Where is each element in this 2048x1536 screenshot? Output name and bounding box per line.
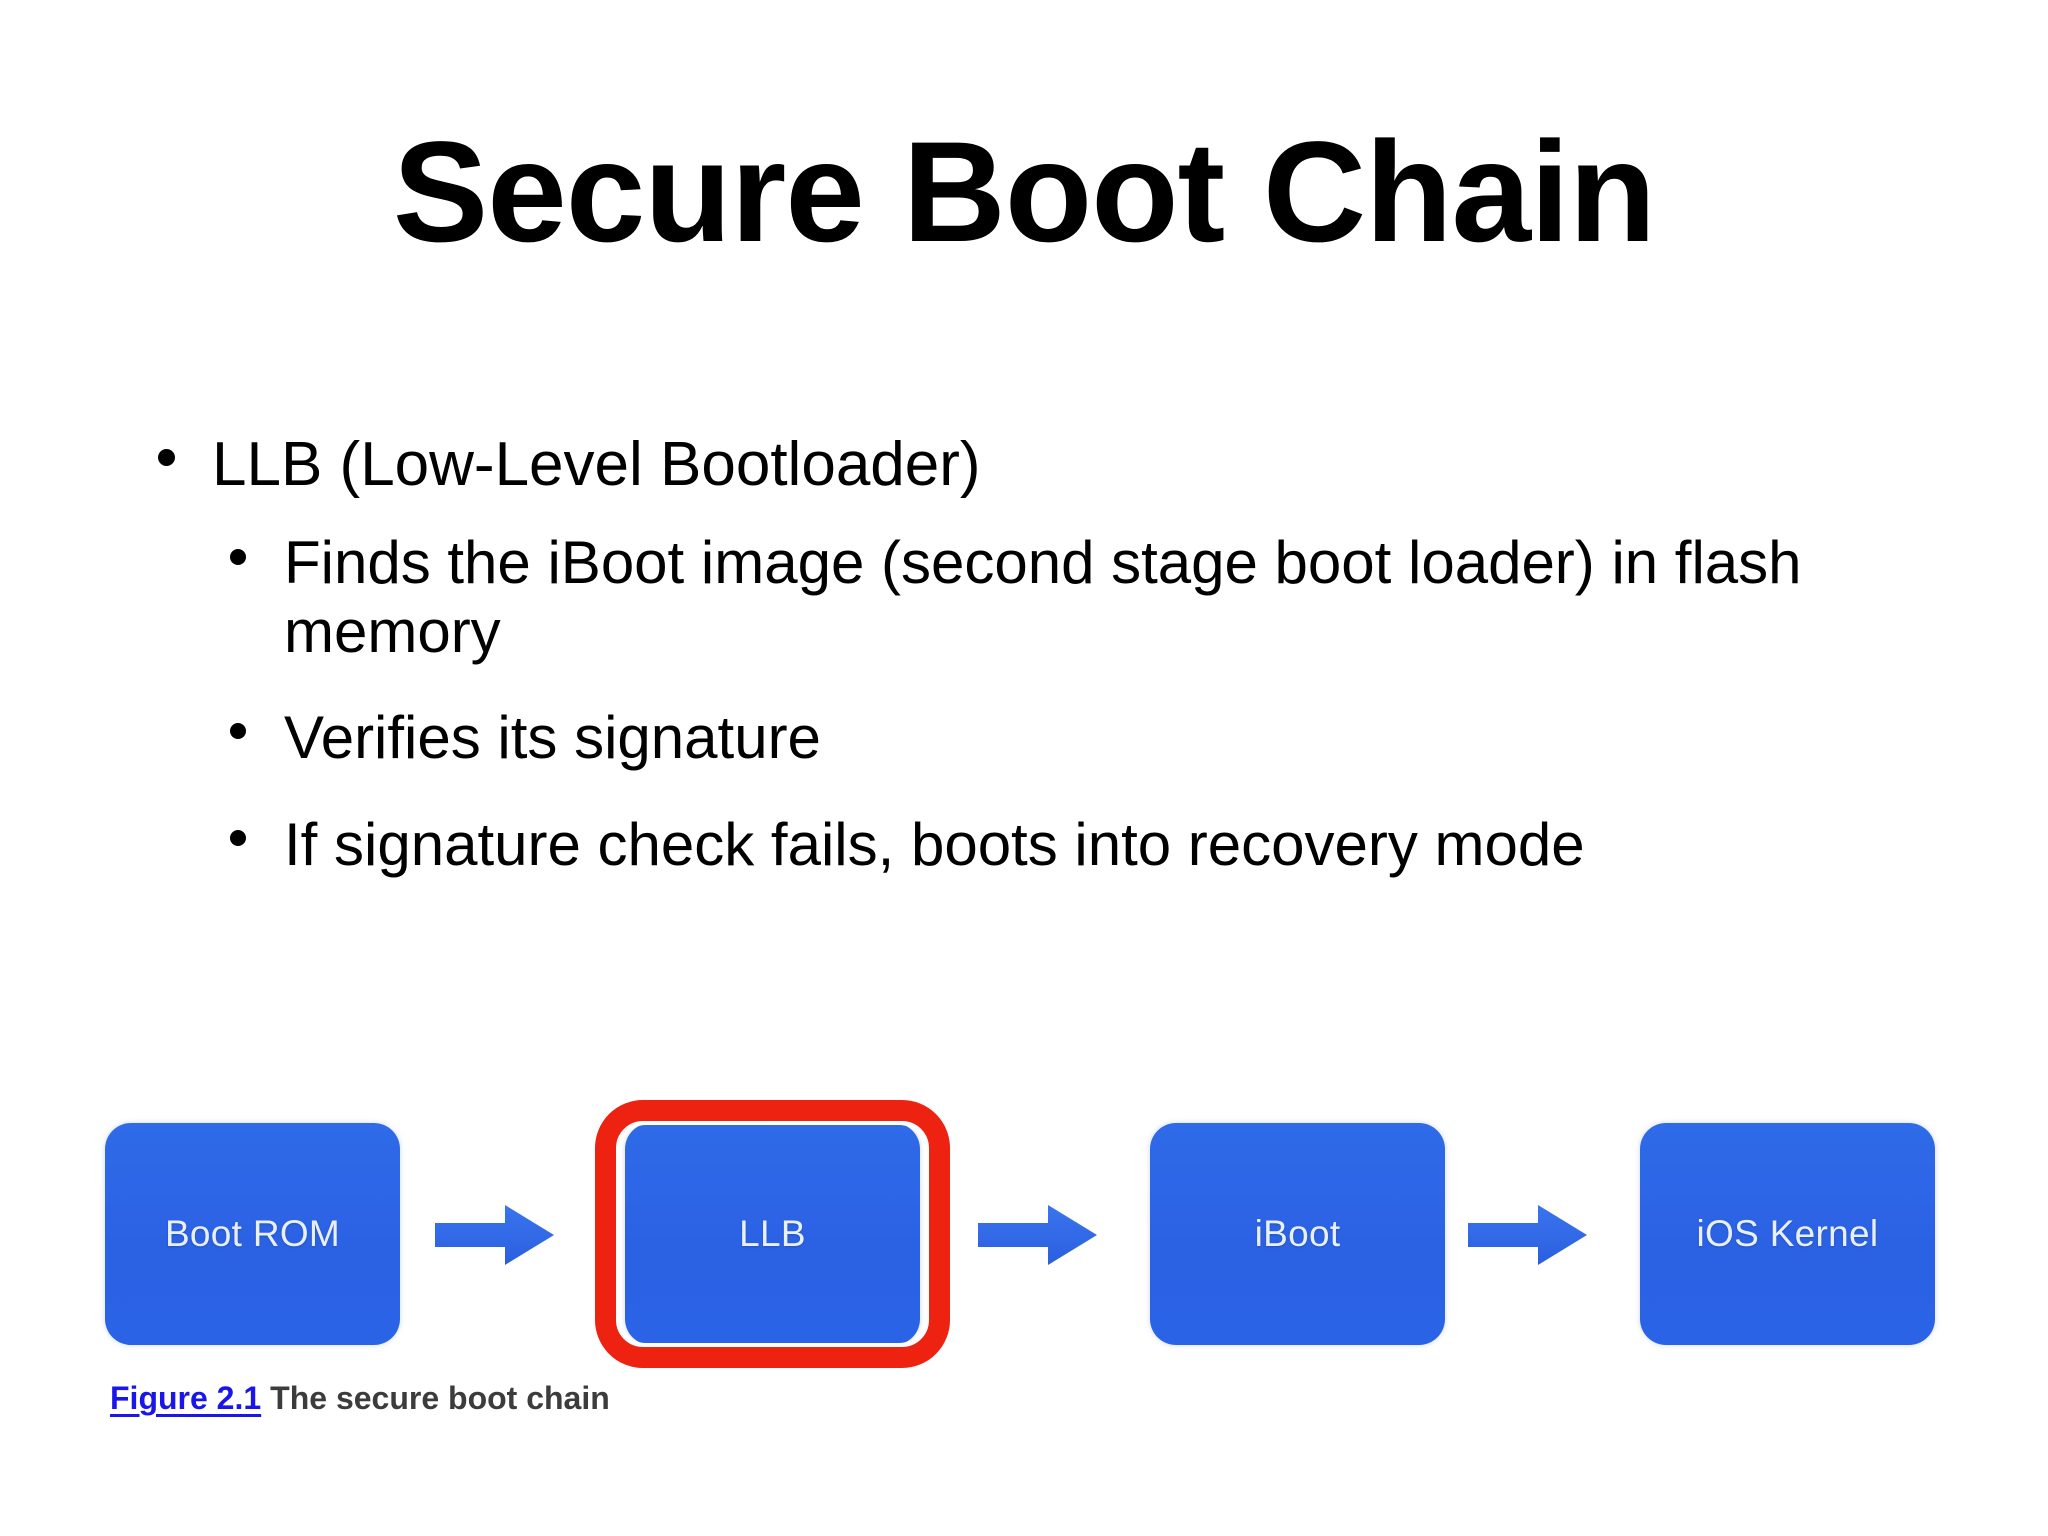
page-title: Secure Boot Chain bbox=[392, 113, 1656, 272]
arrow-icon bbox=[1468, 1203, 1588, 1267]
figure-secure-boot-chain: Boot ROM LLB iBoot iOS Kernel Figure 2.1… bbox=[0, 1075, 2048, 1475]
bullet-level1-label: LLB (Low-Level Bootloader) bbox=[212, 430, 981, 499]
diagram-node-llb: LLB bbox=[625, 1123, 920, 1345]
bullet-level2-label: Verifies its signature bbox=[284, 704, 821, 772]
bullet-level1: LLB (Low-Level Bootloader) bbox=[150, 430, 1950, 499]
diagram-node-label: LLB bbox=[739, 1213, 806, 1254]
highlight-annotation-llb bbox=[595, 1100, 950, 1368]
bullet-dot-icon bbox=[230, 829, 246, 846]
bullet-level2: Finds the iBoot image (second stage boot… bbox=[222, 529, 1950, 666]
bullet-level2: If signature check fails, boots into rec… bbox=[222, 811, 1950, 879]
arrow-icon bbox=[435, 1203, 555, 1267]
arrow-icon bbox=[978, 1203, 1098, 1267]
bullet-level2: Verifies its signature bbox=[222, 704, 1950, 772]
boot-chain-diagram: Boot ROM LLB iBoot iOS Kernel bbox=[0, 1075, 2048, 1375]
slide-body: LLB (Low-Level Bootloader) Finds the iBo… bbox=[150, 430, 1950, 917]
bullet-dot-icon bbox=[230, 548, 246, 565]
diagram-node-label: iBoot bbox=[1254, 1213, 1341, 1254]
bullet-dot-icon bbox=[158, 448, 175, 466]
figure-number: Figure 2.1 bbox=[110, 1380, 262, 1416]
diagram-node-label: Boot ROM bbox=[164, 1213, 341, 1254]
diagram-node-ios-kernel: iOS Kernel bbox=[1640, 1123, 1935, 1345]
diagram-node-iboot: iBoot bbox=[1150, 1123, 1445, 1345]
bullet-sublist: Finds the iBoot image (second stage boot… bbox=[222, 529, 1950, 879]
bullet-dot-icon bbox=[230, 723, 246, 740]
bullet-level2-label: If signature check fails, boots into rec… bbox=[284, 810, 1585, 878]
diagram-node-label: iOS Kernel bbox=[1696, 1213, 1879, 1254]
diagram-node-boot-rom: Boot ROM bbox=[105, 1123, 400, 1345]
bullet-level2-label: Finds the iBoot image (second stage boot… bbox=[284, 529, 1802, 665]
figure-caption-text: The secure boot chain bbox=[270, 1380, 610, 1416]
